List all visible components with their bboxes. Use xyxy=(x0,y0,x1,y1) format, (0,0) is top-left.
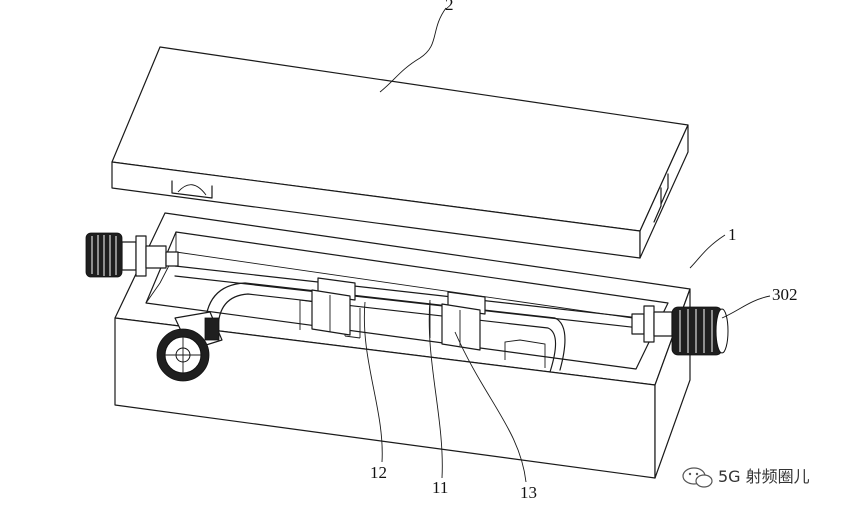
leader-1 xyxy=(689,234,726,269)
lid-right-face xyxy=(639,124,689,259)
knurl-lines-right xyxy=(679,309,713,353)
round-nut-cross xyxy=(165,337,201,373)
label-1: 1 xyxy=(728,225,737,244)
bent-pipe-outer xyxy=(204,282,566,371)
label-11: 11 xyxy=(432,478,448,497)
flange-right-3 xyxy=(653,311,673,337)
cavity-base xyxy=(114,212,691,479)
clamp-left-body xyxy=(311,289,351,336)
leader-12 xyxy=(363,301,383,463)
reference-labels: 2 1 302 12 11 13 xyxy=(370,0,798,502)
partition-block-right xyxy=(504,339,546,368)
nut-right-face xyxy=(715,308,729,354)
leader-13 xyxy=(454,331,527,483)
clamp-center-lines xyxy=(329,295,461,346)
watermark: 5G 射频圈儿 xyxy=(682,467,810,488)
lid-notch-arc xyxy=(177,184,207,196)
label-12: 12 xyxy=(370,463,387,482)
bent-pipe-inner xyxy=(217,293,557,373)
connector-left-rear xyxy=(85,232,179,278)
label-302: 302 xyxy=(772,285,798,304)
connector-collar xyxy=(204,317,220,341)
lid-cover xyxy=(111,46,689,259)
inner-conductor xyxy=(174,265,641,373)
watermark-text: 5G 射频圈儿 xyxy=(718,467,810,486)
connector-right xyxy=(631,305,729,356)
leader-11 xyxy=(428,299,443,479)
main-rod-top xyxy=(174,265,641,319)
flange-left-4 xyxy=(165,251,179,267)
flange-right-2 xyxy=(643,305,655,343)
lid-front-notch xyxy=(171,180,213,199)
clamp-right-body xyxy=(441,303,481,351)
connector-left-front xyxy=(156,311,223,382)
leader-302 xyxy=(721,295,771,319)
wechat-icon xyxy=(682,467,713,488)
flange-left-2 xyxy=(135,235,147,277)
label-2: 2 xyxy=(445,0,454,14)
knurl-lines-left xyxy=(91,235,117,276)
lid-side-notch xyxy=(653,173,669,223)
leader-lines xyxy=(363,7,771,483)
cavity-inner-wall xyxy=(145,232,661,323)
label-13: 13 xyxy=(520,483,537,502)
main-rod-bottom xyxy=(174,275,641,329)
flange-left-3 xyxy=(145,245,167,269)
flange-left-1 xyxy=(121,241,137,271)
leader-2 xyxy=(379,7,447,93)
flange-right-1 xyxy=(631,313,645,335)
